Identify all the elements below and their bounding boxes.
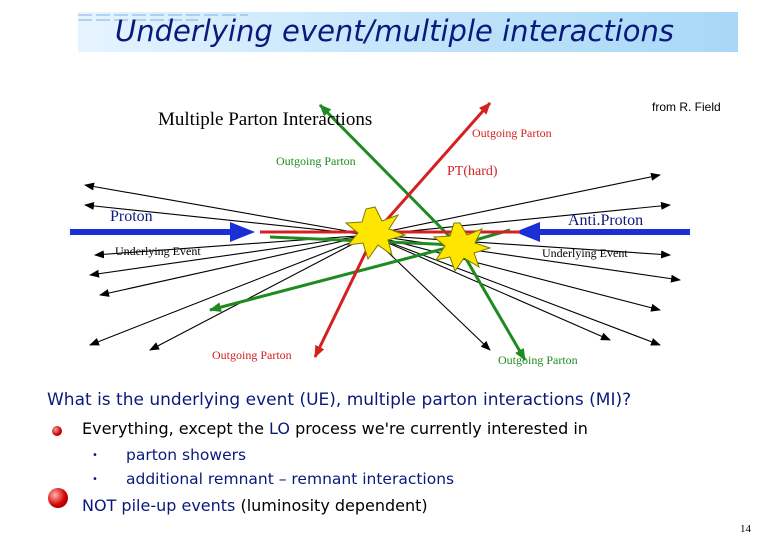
lo-term: LO (269, 419, 290, 438)
subbullet-text: additional remnant – remnant interaction… (126, 470, 455, 488)
label-outgoing-parton-bottom-right: Outgoing Parton (498, 353, 578, 367)
subbullet-remnant-interactions: • additional remnant – remnant interactio… (92, 470, 454, 488)
sub-bullet-dot-icon: • (92, 474, 98, 485)
underlying-event-tracks (84, 172, 681, 351)
subbullet-parton-showers: • parton showers (92, 446, 246, 464)
collision-star-2 (432, 222, 492, 273)
question-text: What is the underlying event (UE), multi… (47, 390, 632, 410)
proton-beam (70, 222, 255, 242)
label-outgoing-parton-bottom-left: Outgoing Parton (212, 348, 292, 362)
subbullet-text: parton showers (126, 446, 247, 464)
label-underlying-event-left: Underlying Event (115, 244, 201, 258)
slide-title: Underlying event/multiple interactions (115, 14, 675, 48)
bullet-not-pileup-paren: (luminosity dependent) (240, 496, 428, 515)
diagram-heading: Multiple Parton Interactions (158, 109, 372, 130)
bullet-everything-prefix: Everything, except the (82, 419, 270, 438)
bullet-everything-suffix: process we're currently interested in (289, 419, 588, 438)
label-underlying-event-right: Underlying Event (542, 246, 628, 260)
sub-bullet-dot-icon: • (92, 450, 98, 461)
title-decoration-lines (78, 14, 248, 21)
bullet-icon (52, 426, 62, 436)
credit-text: from R. Field (652, 100, 721, 114)
bullet-icon-large (48, 488, 68, 508)
bullet-not-pileup-main: NOT pile-up events (82, 496, 241, 515)
mpi-diagram: Multiple Parton Interactions Proton Anti… (70, 102, 690, 367)
label-proton: Proton (110, 208, 153, 225)
label-pt-hard: PT(hard) (447, 164, 498, 179)
collision-star-1 (344, 206, 407, 261)
title-banner (78, 12, 738, 52)
label-outgoing-parton-top-left: Outgoing Parton (276, 154, 356, 168)
label-outgoing-parton-top-right: Outgoing Parton (472, 126, 552, 140)
secondary-interaction (209, 103, 527, 361)
bullet-not-pileup: NOT pile-up events (luminosity dependent… (82, 496, 428, 515)
label-antiproton: Anti.Proton (568, 212, 643, 229)
antiproton-beam (515, 222, 690, 242)
page-number: 14 (740, 523, 751, 535)
bullet-everything: Everything, except the LO process we're … (82, 419, 588, 438)
